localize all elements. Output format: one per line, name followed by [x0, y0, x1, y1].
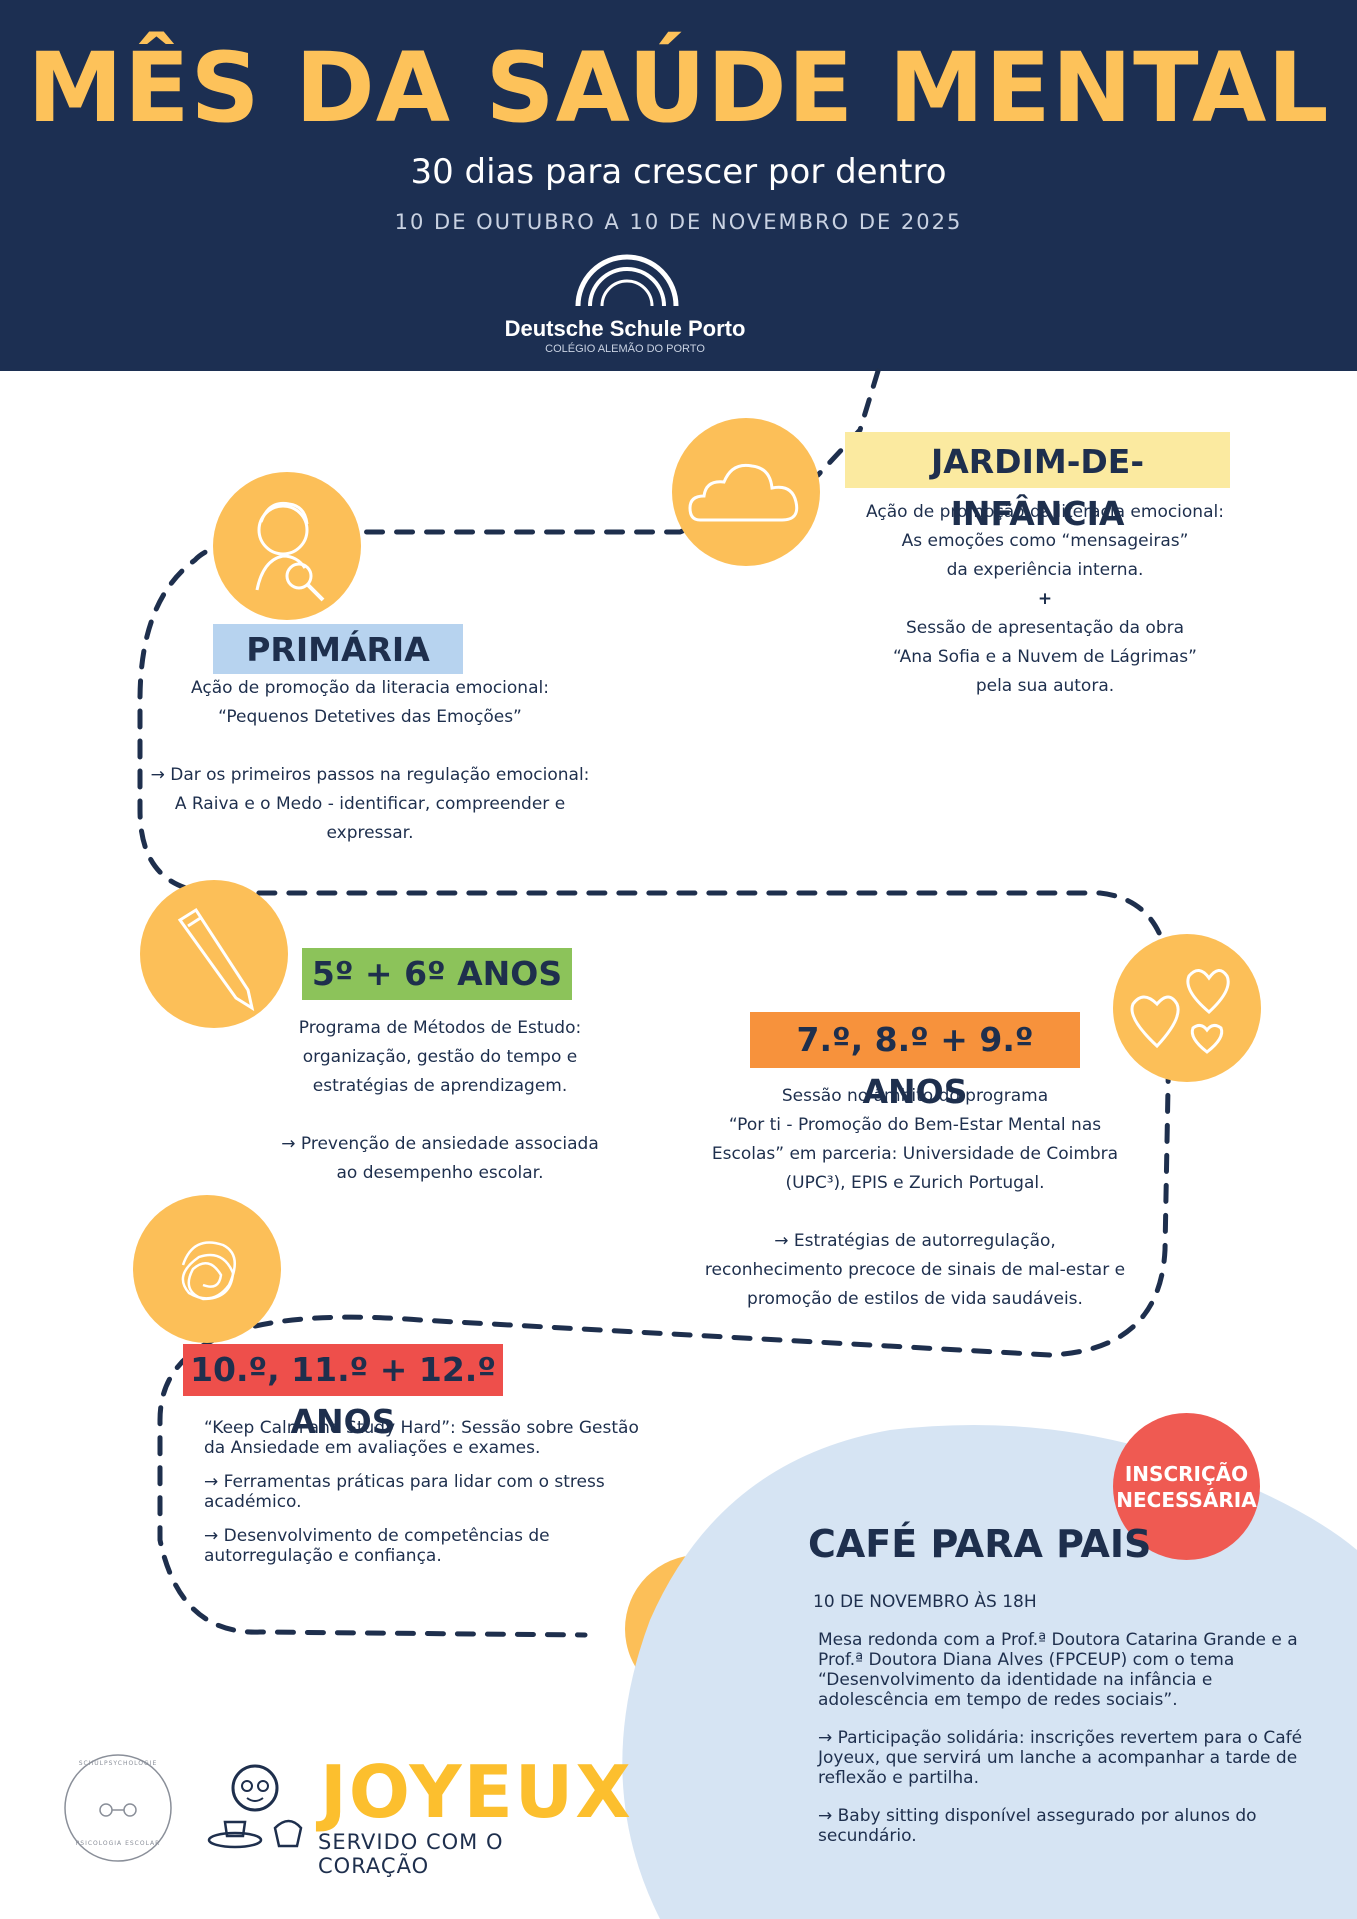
section-text-jardim: Ação de promoção da literacia emocional:…	[845, 498, 1245, 701]
section-label-jardim: JARDIM-DE-INFÂNCIA	[930, 442, 1145, 533]
text-line: → Dar os primeiros passos na regulação e…	[150, 765, 590, 785]
school-name: Deutsche Schule Porto	[504, 316, 746, 341]
text-line: reconhecimento precoce de sinais de mal-…	[704, 1260, 1126, 1280]
joyeux-tagline: SERVIDO COM O CORAÇÃO	[318, 1830, 504, 1878]
label-highlight-jardim	[845, 432, 1230, 488]
text-paragraph: “Keep Calm and Study Hard”: Sessão sobre…	[204, 1418, 639, 1458]
spacer	[690, 1198, 1140, 1227]
section-text-789: Sessão no âmbito do programa “Por ti - P…	[690, 1082, 1140, 1314]
text-line: “Ana Sofia e a Nuvem de Lágrimas”	[893, 647, 1197, 667]
text-line: da experiência interna.	[946, 560, 1144, 580]
section-label-789: 7.º, 8.º + 9.º ANOS	[796, 1020, 1034, 1111]
section-label-primaria: PRIMÁRIA	[246, 630, 430, 669]
stamp-top-text: SCHULPSYCHOLOGIE	[78, 1760, 158, 1767]
cafe-title: CAFÉ PARA PAIS	[808, 1522, 1152, 1566]
text-line: Ação de promoção da literacia emocional:	[191, 678, 549, 698]
text-line: “Por ti - Promoção do Bem-Estar Mental n…	[728, 1115, 1102, 1135]
label-highlight-56	[302, 948, 572, 1000]
school-subtitle: COLÉGIO ALEMÃO DO PORTO	[545, 343, 705, 355]
pencil-icon	[140, 880, 288, 1028]
text-line: estratégias de aprendizagem.	[312, 1076, 568, 1096]
text-line: expressar.	[326, 823, 414, 843]
page-subtitle: 30 dias para crescer por dentro	[410, 152, 947, 192]
stamp-bottom-text: PSICOLOGIA ESCOLAR	[75, 1840, 161, 1847]
text-line: promoção de estilos de vida saudáveis.	[747, 1289, 1083, 1309]
text-line: Programa de Métodos de Estudo:	[298, 1018, 582, 1038]
scribble-icon	[133, 1195, 281, 1343]
section-text-56: Programa de Métodos de Estudo: organizaç…	[240, 1014, 640, 1188]
text-line: → Estratégias de autorregulação,	[774, 1231, 1056, 1251]
page-title: MÊS DA SAÚDE MENTAL	[27, 32, 1330, 144]
text-line: pela sua autora.	[975, 676, 1115, 696]
section-text-101112: “Keep Calm and Study Hard”: Sessão sobre…	[204, 1418, 644, 1566]
text-line: Escolas” em parceria: Universidade de Co…	[711, 1144, 1119, 1164]
registration-badge: INSCRIÇÃO NECESSÁRIA	[1113, 1413, 1260, 1560]
text-paragraph: → Baby sitting disponível assegurado por…	[818, 1806, 1257, 1846]
text-line: organização, gestão do tempo e	[302, 1047, 578, 1067]
label-highlight-101112	[183, 1344, 503, 1396]
text-paragraph: → Ferramentas práticas para lidar com o …	[204, 1472, 605, 1512]
school-logo-arcs-icon	[575, 254, 679, 307]
joyeux-character-icon	[207, 1764, 303, 1849]
hearts-icon	[1113, 934, 1261, 1082]
header-banner	[0, 0, 1357, 371]
text-line: Sessão no âmbito do programa	[781, 1086, 1049, 1106]
text-line: Sessão de apresentação da obra	[905, 618, 1185, 638]
section-text-primaria: Ação de promoção da literacia emocional:…	[140, 674, 600, 848]
text-line: “Pequenos Detetives das Emoções”	[218, 707, 522, 727]
text-line: ao desempenho escolar.	[336, 1163, 544, 1183]
text-paragraph: → Desenvolvimento de competências de aut…	[204, 1526, 550, 1566]
text-line: As emoções como “mensageiras”	[901, 531, 1189, 551]
section-label-101112: 10.º, 11.º + 12.º ANOS	[190, 1350, 496, 1441]
spacer	[240, 1101, 640, 1130]
text-line: (UPC³), EPIS e Zurich Portugal.	[785, 1173, 1045, 1193]
label-highlight-primaria	[213, 624, 463, 674]
text-paragraph: → Participação solidária: inscrições rev…	[818, 1728, 1303, 1788]
text-line: A Raiva e o Medo - identificar, compreen…	[174, 794, 566, 814]
text-line: → Prevenção de ansiedade associada	[281, 1134, 599, 1154]
cafe-text: Mesa redonda com a Prof.ª Doutora Catari…	[818, 1630, 1313, 1846]
child-magnifier-icon	[213, 472, 361, 620]
text-line: +	[1037, 589, 1053, 609]
joyeux-logo: JOYEUX	[320, 1750, 633, 1834]
cafe-date: 10 DE NOVEMBRO ÀS 18H	[813, 1592, 1037, 1612]
spacer	[140, 732, 600, 761]
text-paragraph: Mesa redonda com a Prof.ª Doutora Catari…	[818, 1630, 1298, 1710]
school-psychology-stamp	[64, 1754, 172, 1862]
text-line: Ação de promoção da literacia emocional:	[866, 502, 1224, 522]
label-highlight-789	[750, 1012, 1080, 1068]
section-label-56: 5º + 6º ANOS	[311, 954, 563, 993]
cloud-icon	[672, 418, 820, 566]
event-dates: 10 DE OUTUBRO A 10 DE NOVEMBRO DE 2025	[394, 210, 963, 234]
